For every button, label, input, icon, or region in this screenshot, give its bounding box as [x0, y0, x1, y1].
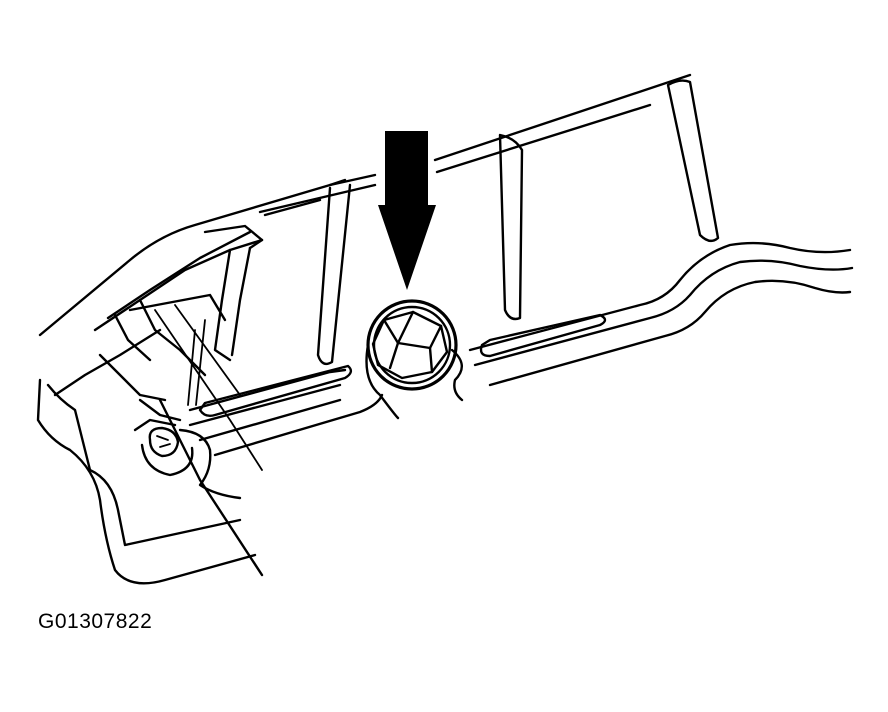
- left-structure: [36, 224, 264, 585]
- drain-plug: [365, 299, 464, 420]
- oil-pan-body: [38, 73, 854, 457]
- arrow-down-icon: [378, 131, 436, 290]
- figure-code: G01307822: [38, 610, 153, 633]
- mount-bolt: [140, 426, 194, 477]
